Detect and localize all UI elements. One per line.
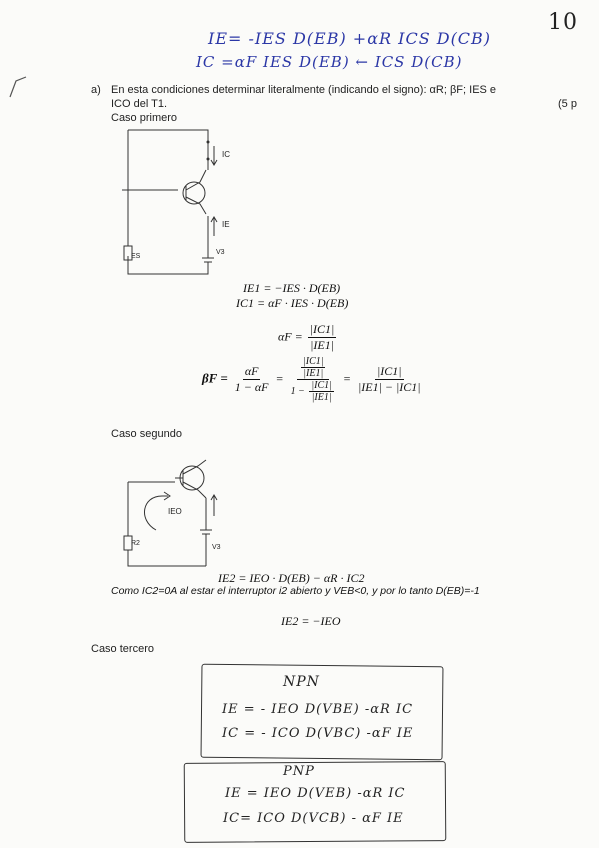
beta-f3-num: |IC1|	[374, 364, 404, 380]
case2-label-ieo: IEO	[168, 507, 182, 516]
case2-label-res: R2	[131, 540, 140, 547]
alpha-numerator: |IC1|	[307, 322, 337, 338]
beta-f1-den: 1 − αF	[234, 380, 269, 394]
case1-beta-formula: βF = αF 1 − αF = |IC1| |IE1| 1 − |IC1| |…	[202, 356, 425, 403]
beta-f2-num-bot: |IE1|	[303, 368, 324, 379]
beta-fraction-2: |IC1| |IE1| 1 − |IC1| |IE1|	[289, 356, 338, 403]
beta-lhs: βF =	[202, 370, 228, 386]
case2-title: Caso segundo	[111, 428, 182, 440]
beta-f1-num: αF	[242, 364, 261, 380]
beta-eq-1: =	[275, 371, 284, 386]
alpha-fraction: |IC1| |IE1|	[307, 322, 337, 353]
beta-f3-den: |IE1| − |IC1|	[357, 380, 421, 394]
beta-f2-den-top: |IC1|	[309, 380, 334, 392]
pnp-line1: IE = IEO D(VEB) -αR IC	[225, 786, 406, 801]
case1-label-ic: IC	[222, 150, 230, 159]
npn-title: NPN	[283, 674, 320, 690]
pnp-line2: IC= ICO D(VCB) - αF IE	[223, 811, 404, 826]
case2-eq2: IE2 = −IEO	[281, 614, 341, 628]
beta-f2-num-top: |IC1|	[300, 356, 326, 368]
question-text-2: ICO del T1.	[111, 98, 168, 110]
beta-f2-inner-num: |IC1| |IE1|	[300, 356, 326, 379]
page-number: 10	[548, 10, 578, 35]
case1-eq1: IE1 = −IES · D(EB)	[243, 281, 341, 295]
case1-circuit	[120, 128, 230, 278]
beta-eq-2: =	[342, 371, 351, 386]
beta-fraction-1: αF 1 − αF	[233, 364, 271, 395]
alpha-lhs: αF =	[278, 329, 303, 344]
beta-f2-inner-den: |IC1| |IE1|	[309, 380, 334, 403]
case2-circuit	[120, 456, 220, 574]
case1-eq2: IC1 = αF · IES · D(EB)	[236, 296, 349, 310]
question-label: a)	[91, 84, 101, 96]
beta-f2-den: 1 − |IC1| |IE1|	[289, 380, 338, 403]
alpha-denominator: |IE1|	[310, 338, 334, 352]
case2-note: Como IC2=0A al estar el interruptor i2 a…	[111, 585, 480, 597]
case3-title: Caso tercero	[91, 643, 154, 655]
npn-line1: IE = - IEO D(VBE) -αR IC	[222, 702, 414, 717]
case1-alpha-formula: αF = |IC1| |IE1|	[278, 322, 338, 353]
header-equation-1: IE= -IES D(EB) +αR ICS D(CB)	[208, 29, 492, 48]
beta-fraction-3: |IC1| |IE1| − |IC1|	[356, 364, 423, 395]
beta-f2-den-bot: |IE1|	[311, 392, 332, 403]
npn-line2: IC = - ICO D(VBC) -αF IE	[222, 726, 414, 741]
case2-eq1: IE2 = IEO · D(EB) − αR · IC2	[218, 571, 365, 585]
beta-f2-den-pre: 1 −	[290, 385, 305, 397]
case2-label-src: V3	[212, 544, 221, 551]
case1-label-ie: IE	[222, 220, 230, 229]
pnp-box	[183, 761, 447, 843]
pnp-title: PNP	[283, 764, 315, 779]
beta-f2-num: |IC1| |IE1|	[296, 356, 330, 380]
question-text-1: En esta condiciones determinar literalme…	[111, 84, 497, 96]
question-points: (5 p	[558, 98, 577, 110]
case1-label-src: V3	[216, 249, 225, 256]
pen-mark	[8, 75, 30, 99]
case1-label-res: ES	[131, 253, 141, 260]
header-equation-2: IC =αF IES D(EB) ← ICS D(CB)	[196, 53, 463, 71]
case1-title: Caso primero	[111, 112, 178, 124]
